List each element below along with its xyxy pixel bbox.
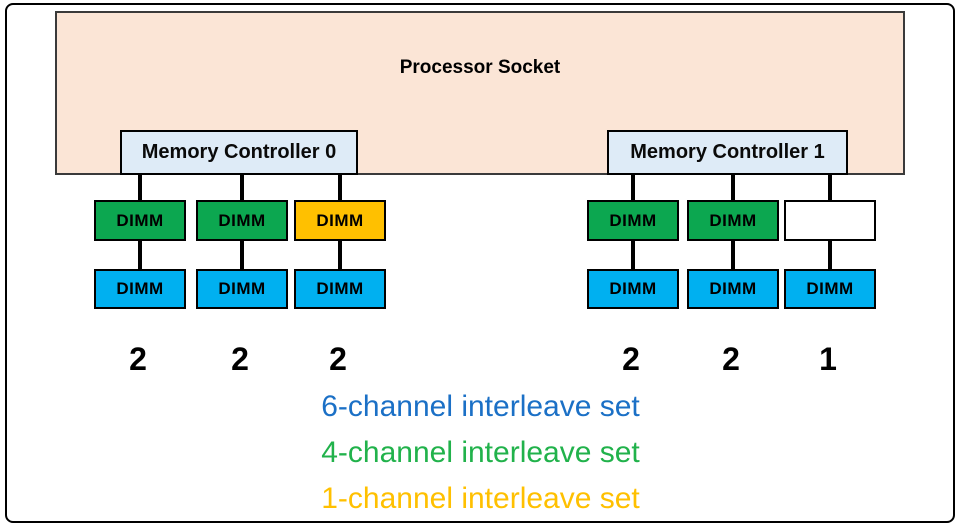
dimm-slot-empty-box [784,200,876,241]
dimm-count: 1 [819,341,837,377]
dimm-box: DIMM [94,200,186,241]
dimm-box: DIMM [94,269,186,309]
legend-1-channel: 1-channel interleave set [321,482,640,515]
channel-connector-upper [338,175,342,200]
channel-connector-upper [828,175,832,200]
channel-connector-lower [731,241,735,269]
channel-connector-lower [240,241,244,269]
legend-4-channel: 4-channel interleave set [321,436,640,469]
dimm-box: DIMM [196,200,288,241]
channel-connector-lower [631,241,635,269]
dimm-box: DIMM [587,269,679,309]
dimm-count: 2 [231,341,249,377]
dimm-box: DIMM [784,269,876,309]
interleave-legend: 6-channel interleave set 4-channel inter… [0,384,961,522]
processor-socket-label: Processor Socket [399,57,561,78]
channel-connector-upper [240,175,244,200]
channel-connector-lower [338,241,342,269]
dimm-count: 2 [129,341,147,377]
dimm-count: 2 [329,341,347,377]
memory-controller-1-box: Memory Controller 1 [607,130,848,175]
dimm-box: DIMM [587,200,679,241]
dimm-box: DIMM [687,269,779,309]
channel-connector-upper [731,175,735,200]
channel-connector-upper [631,175,635,200]
memory-controller-0-box: Memory Controller 0 [120,130,358,175]
dimm-count: 2 [722,341,740,377]
diagram-frame [5,3,955,523]
dimm-count: 2 [622,341,640,377]
dimm-box: DIMM [687,200,779,241]
channel-connector-upper [138,175,142,200]
dimm-box: DIMM [196,269,288,309]
legend-6-channel: 6-channel interleave set [321,390,640,423]
dimm-box: DIMM [294,200,386,241]
channel-connector-lower [138,241,142,269]
channel-connector-lower [828,241,832,269]
dimm-box: DIMM [294,269,386,309]
